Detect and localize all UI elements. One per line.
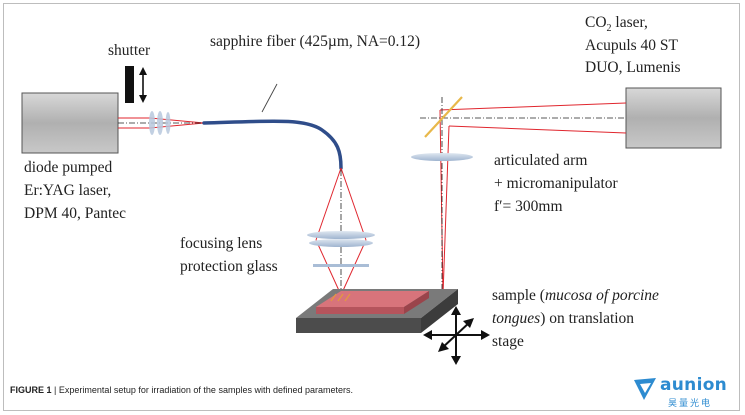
translation-arrows-icon: [423, 306, 490, 365]
diode-laser-label-line1: diode pumped: [24, 159, 113, 176]
logo-wordmark: aunion: [660, 375, 728, 395]
diode-laser-label-line2: Er:YAG laser,: [24, 182, 112, 199]
sample-label-line1: sample (mucosa of porcine: [492, 287, 659, 304]
focusing-lens: [307, 231, 375, 239]
arm-label-line2: + micromanipulator: [494, 175, 618, 192]
fiber-label: sapphire fiber (425µm, NA=0.12): [210, 33, 421, 50]
arm-label-line1: articulated arm: [494, 152, 588, 169]
sample-label-line2: tongues) on translation: [492, 310, 635, 327]
lens-label-line1: focusing lens: [180, 235, 263, 252]
co2-laser-label-line2: Acupuls 40 ST: [585, 37, 678, 54]
turning-mirror: [424, 96, 463, 138]
diode-laser-label-line3: DPM 40, Pantec: [24, 205, 127, 222]
coupling-lenses: [149, 111, 171, 135]
focusing-lens-stack: [307, 231, 375, 267]
sample-label-line3: stage: [492, 333, 524, 350]
shutter-label: shutter: [108, 42, 151, 59]
sapphire-fiber: [202, 119, 343, 170]
logo-subtitle: 昊量光电: [668, 399, 713, 409]
figure-caption: FIGURE 1 | Experimental setup for irradi…: [10, 385, 354, 395]
fiber-leader-line: [261, 83, 278, 113]
aunion-logo-icon: [634, 378, 656, 400]
co2-laser-label-line3: DUO, Lumenis: [585, 59, 681, 76]
lens-label-line2: protection glass: [180, 258, 278, 275]
eryag-laser-box: [21, 92, 119, 154]
arm-label-line3: f′= 300mm: [494, 198, 563, 215]
co2-laser-box: [625, 87, 722, 149]
shutter-block: [125, 66, 134, 103]
shutter-arrow-icon: [139, 67, 147, 103]
co2-laser-label-line1: CO2 laser,: [585, 14, 648, 35]
figure-frame: [3, 3, 740, 411]
fiber-output-beam: [315, 167, 367, 296]
protection-glass: [313, 264, 369, 267]
arm-focusing-lens: [411, 153, 473, 161]
tissue-sample: [316, 291, 429, 314]
